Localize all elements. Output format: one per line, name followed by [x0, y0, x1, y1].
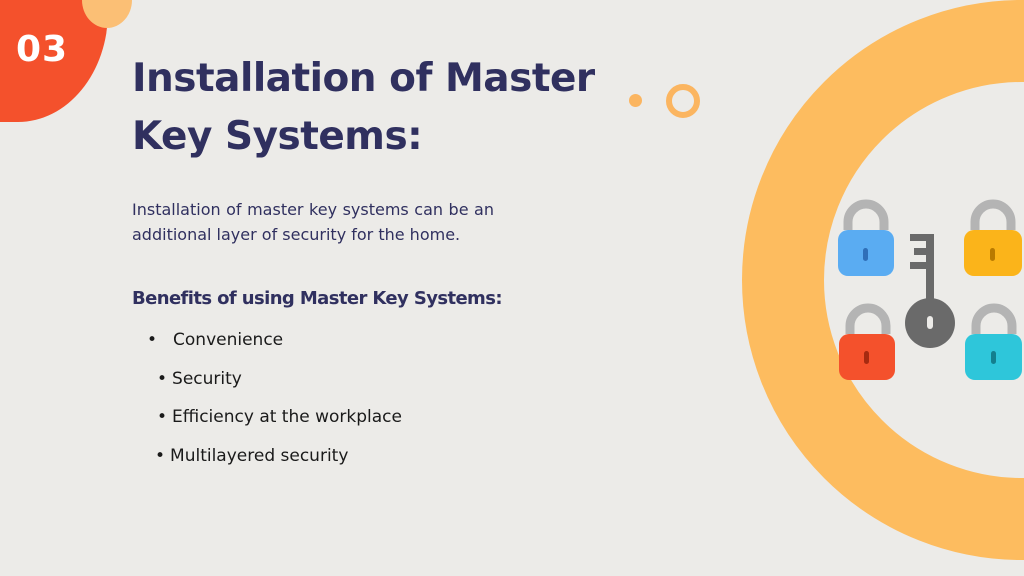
- key-icon: [905, 234, 955, 348]
- benefit-label: Multilayered security: [170, 446, 349, 466]
- decor-dot: [629, 94, 642, 107]
- padlock-icon: [838, 199, 894, 276]
- padlock-icon: [839, 303, 895, 380]
- bullet-icon: •: [147, 330, 158, 350]
- slide-number: 03: [16, 29, 69, 70]
- benefit-item-convenience: • Convenience: [147, 328, 283, 352]
- bullet-icon: •: [157, 407, 168, 427]
- padlock-icon: [964, 199, 1022, 276]
- locks-illustration: [838, 199, 1022, 380]
- benefits-heading: Benefits of using Master Key Systems:: [132, 288, 503, 309]
- benefit-label: Convenience: [173, 330, 284, 350]
- padlock-icon: [965, 303, 1022, 380]
- benefit-item-security: •Security: [157, 367, 242, 391]
- slide-title: Installation of Master Key Systems:: [132, 56, 595, 159]
- bullet-icon: •: [155, 446, 166, 466]
- benefit-item-efficiency: •Efficiency at the workplace: [157, 405, 402, 429]
- slide-description: Installation of master key systems can b…: [132, 200, 494, 244]
- decor-ring-small: [666, 84, 700, 118]
- benefit-item-multilayered: •Multilayered security: [155, 444, 348, 468]
- bullet-icon: •: [157, 369, 168, 389]
- benefit-label: Efficiency at the workplace: [172, 407, 402, 427]
- benefit-label: Security: [172, 369, 242, 389]
